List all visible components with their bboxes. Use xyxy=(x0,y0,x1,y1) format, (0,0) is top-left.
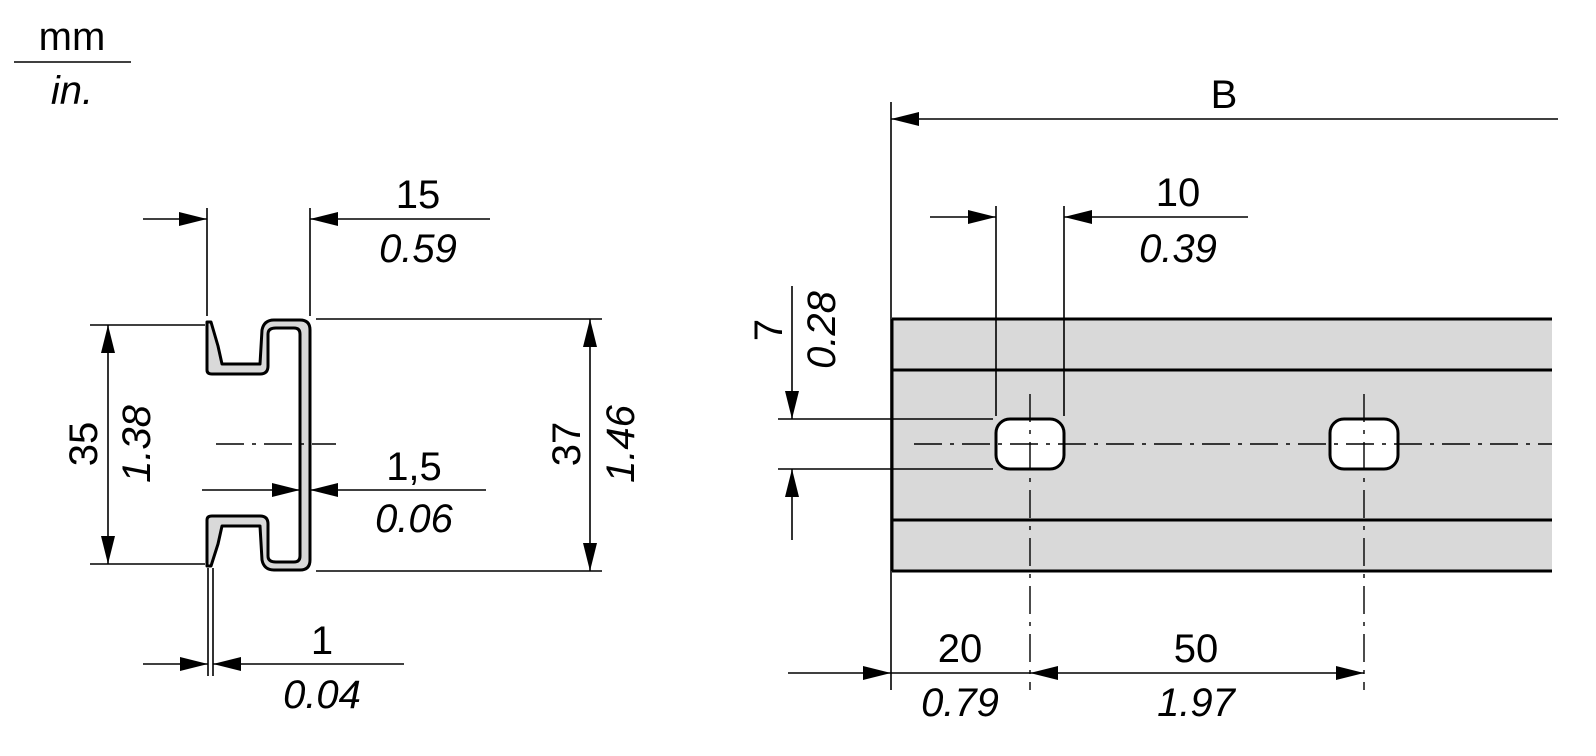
material-thickness-mm: 1 xyxy=(311,619,333,663)
slot-length-mm: 10 xyxy=(1156,171,1201,215)
rail-view: B 10 0.39 7 0.28 xyxy=(747,73,1558,725)
dim-inner-height: 35 1.38 xyxy=(62,324,205,565)
outer-height-mm: 37 xyxy=(545,422,589,467)
flange-width-in: 0.59 xyxy=(379,227,457,271)
first-slot-offset-in: 0.79 xyxy=(921,681,999,725)
web-thickness-mm: 1,5 xyxy=(386,445,442,489)
slot-length-in: 0.39 xyxy=(1139,227,1217,271)
unit-legend: mm in. xyxy=(14,15,131,113)
flange-width-mm: 15 xyxy=(396,173,441,217)
dim-slot-width: 7 0.28 xyxy=(747,286,993,540)
dim-first-slot-offset: 20 0.79 xyxy=(788,627,1058,725)
profile-section xyxy=(205,318,312,572)
material-thickness-in: 0.04 xyxy=(283,673,361,717)
web-thickness-in: 0.06 xyxy=(375,497,454,541)
inner-height-mm: 35 xyxy=(62,422,106,467)
dim-rail-length: B xyxy=(890,73,1558,690)
slot-pitch-mm: 50 xyxy=(1174,627,1219,671)
dim-web-thickness: 1,5 0.06 xyxy=(202,445,486,541)
inner-height-in: 1.38 xyxy=(115,404,159,483)
dim-slot-pitch: 50 1.97 xyxy=(1030,627,1364,725)
slot-width-mm: 7 xyxy=(747,319,791,341)
rail-length-label: B xyxy=(1211,73,1238,117)
dim-slot-length: 10 0.39 xyxy=(930,171,1248,416)
slot-width-in: 0.28 xyxy=(800,290,844,369)
dim-flange-width: 15 0.59 xyxy=(143,173,490,316)
dim-material-thickness: 1 0.04 xyxy=(143,568,404,717)
outer-height-in: 1.46 xyxy=(599,404,643,483)
rail-body xyxy=(892,319,1552,571)
profile-view: 15 0.59 35 1.38 37 1.46 xyxy=(62,173,643,717)
unit-primary: mm xyxy=(39,15,106,59)
first-slot-offset-mm: 20 xyxy=(938,627,983,671)
slot-pitch-in: 1.97 xyxy=(1157,681,1237,725)
unit-secondary: in. xyxy=(51,69,93,113)
dim-outer-height: 37 1.46 xyxy=(316,318,643,572)
